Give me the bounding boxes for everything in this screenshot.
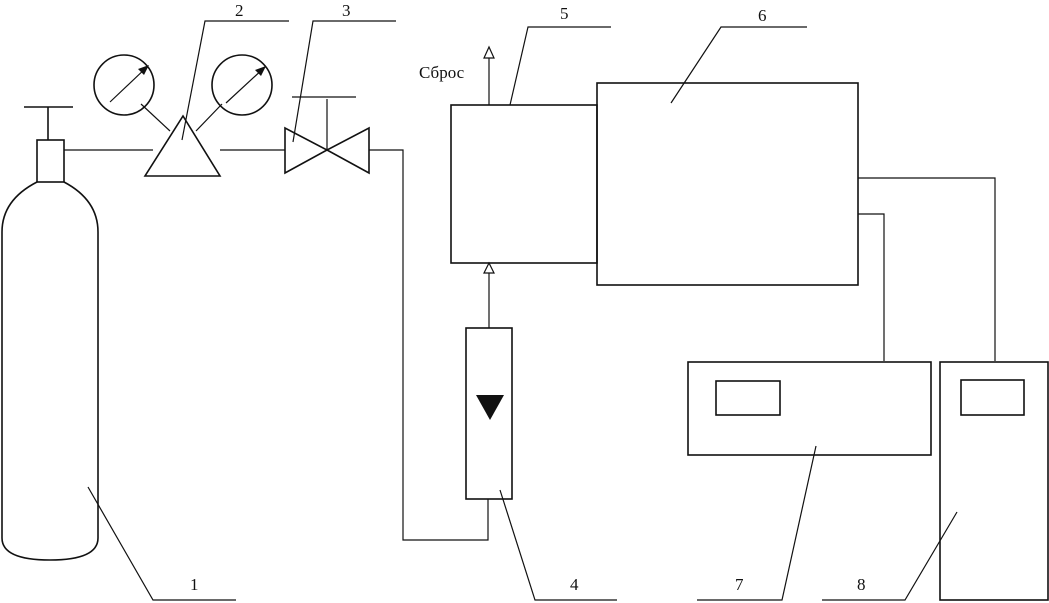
valve-left-wedge: [284, 126, 329, 175]
pressure-reducer: [93, 54, 273, 177]
leader-2: [181, 20, 289, 141]
ref-number-3: 3: [342, 1, 351, 20]
gauge-left-stem: [140, 103, 171, 132]
wire-generator-analyzer7: [858, 213, 885, 361]
gauge-left-needle-tip: [138, 65, 149, 75]
ref-number-8: 8: [857, 575, 866, 594]
gauge-left-dial: [93, 54, 155, 116]
gas-cylinder: [1, 106, 99, 561]
leader-lines: [87, 20, 958, 601]
leader-3: [292, 20, 396, 143]
analyzer-8: [939, 361, 1049, 601]
vent-arrow: [483, 45, 495, 59]
needle-valve: [284, 96, 370, 175]
rotameter-float: [476, 395, 504, 420]
leader-4: [499, 489, 617, 601]
leader-8: [822, 511, 958, 601]
analyzer-7-body: [687, 361, 932, 456]
pressure-gauge-right: [211, 54, 273, 116]
pipe-valve-rotameter: [369, 149, 489, 541]
cylinder-neck: [36, 139, 65, 183]
leader-6: [670, 26, 807, 104]
ref-number-5: 5: [560, 4, 569, 23]
rotameter: [465, 327, 513, 500]
ref-number-7: 7: [735, 575, 744, 594]
leader-7: [697, 445, 817, 601]
chamber-box: [450, 104, 598, 264]
leader-5: [509, 26, 611, 106]
analyzer-8-body: [939, 361, 1049, 601]
wire-generator-analyzer8: [858, 177, 996, 361]
flow-arrow-inlet: [483, 261, 495, 274]
ref-number-2: 2: [235, 1, 244, 20]
analyzer-7-display: [715, 380, 781, 416]
ref-number-1: 1: [190, 575, 199, 594]
ref-number-4: 4: [570, 575, 579, 594]
generator-box: [596, 82, 859, 286]
valve-right-wedge: [325, 126, 370, 175]
leader-1: [87, 486, 236, 601]
analyzer-8-display: [960, 379, 1025, 416]
gauge-right-needle-tip: [255, 66, 266, 76]
pressure-gauge-left: [93, 54, 155, 116]
reducer-body: [143, 114, 222, 177]
analyzer-7: [687, 361, 932, 456]
ref-number-6: 6: [758, 6, 767, 25]
cylinder-body: [1, 181, 99, 561]
gauge-right-dial: [211, 54, 273, 116]
reference-numbers: 1 2 3 4 5 6 7 8: [190, 1, 866, 594]
gauge-right-stem: [195, 103, 223, 132]
vent-label: Сброс: [419, 63, 465, 82]
